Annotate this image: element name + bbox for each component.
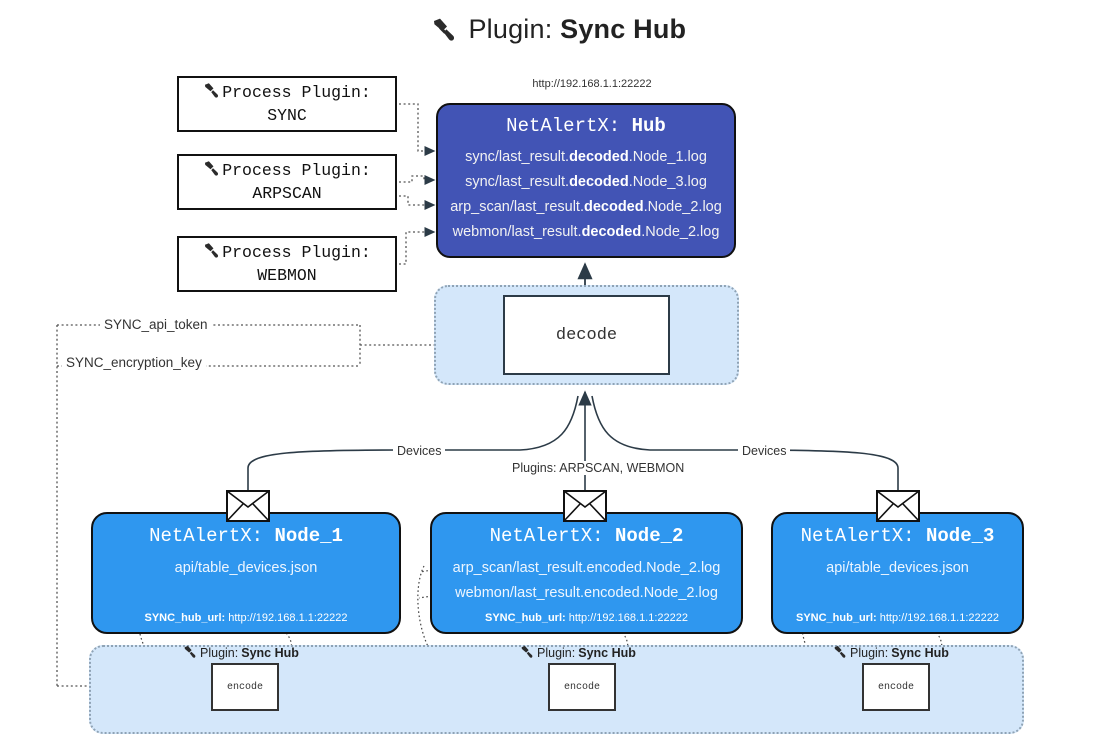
node-footer: SYNC_hub_url: http://192.168.1.1:22222 bbox=[432, 612, 741, 624]
node-footer-value: http://192.168.1.1:22222 bbox=[568, 612, 689, 624]
node-box-node-1[interactable]: NetAlertX: Node_1 api/table_devices.json… bbox=[91, 512, 401, 634]
encode-box[interactable]: encode bbox=[548, 663, 616, 711]
plugin-tag-name: Sync Hub bbox=[891, 646, 949, 660]
process-plugin-box-arpscan[interactable]: Process Plugin: ARPSCAN bbox=[177, 154, 397, 210]
node-title-prefix: NetAlertX: bbox=[489, 525, 604, 547]
node-footer-value: http://192.168.1.1:22222 bbox=[879, 612, 1000, 624]
log-bold: decoded bbox=[581, 223, 642, 240]
plug-icon bbox=[833, 645, 847, 661]
plugin-tag-prefix: Plugin: bbox=[200, 646, 239, 660]
hub-title: NetAlertX: Hub bbox=[438, 115, 734, 137]
hub-title-prefix: NetAlertX: bbox=[506, 115, 621, 137]
log-post: .Node_2.log bbox=[643, 198, 722, 215]
plug-icon bbox=[203, 242, 220, 265]
plug-icon bbox=[203, 82, 220, 105]
edge-label-plugins-middle: Plugins: ARPSCAN, WEBMON bbox=[508, 461, 689, 475]
edge-label-devices-right: Devices bbox=[738, 444, 791, 458]
process-plugin-name: SYNC bbox=[267, 105, 307, 125]
process-plugin-box-sync[interactable]: Process Plugin: SYNC bbox=[177, 76, 397, 132]
node-footer: SYNC_hub_url: http://192.168.1.1:22222 bbox=[93, 612, 399, 624]
envelope-icon bbox=[876, 490, 920, 522]
node-title: NetAlertX: Node_3 bbox=[773, 525, 1022, 547]
hub-node[interactable]: NetAlertX: Hub sync/last_result.decoded.… bbox=[436, 103, 736, 258]
plugin-tag-prefix: Plugin: bbox=[850, 646, 889, 660]
node-line-list: api/table_devices.json bbox=[773, 556, 1022, 581]
node-box-node-2[interactable]: NetAlertX: Node_2 arp_scan/last_result.e… bbox=[430, 512, 743, 634]
page-title-prefix: Plugin: bbox=[468, 14, 553, 44]
process-plugin-label: Process Plugin: bbox=[222, 161, 371, 181]
node-line-list: arp_scan/last_result.encoded.Node_2.log … bbox=[432, 556, 741, 607]
plug-icon bbox=[431, 17, 457, 48]
node-box-node-3[interactable]: NetAlertX: Node_3 api/table_devices.json… bbox=[771, 512, 1024, 634]
edge-label-sync-encryption-key: SYNC_encryption_key bbox=[62, 355, 206, 370]
node-title: NetAlertX: Node_1 bbox=[93, 525, 399, 547]
plug-icon bbox=[520, 645, 534, 661]
envelope-icon bbox=[226, 490, 270, 522]
envelope-icon bbox=[563, 490, 607, 522]
plugin-tag-sync-hub: Plugin: Sync Hub bbox=[183, 645, 299, 661]
encode-box[interactable]: encode bbox=[211, 663, 279, 711]
page-title-name: Sync Hub bbox=[560, 14, 687, 44]
process-plugin-name: WEBMON bbox=[257, 265, 317, 285]
log-pre: sync/last_result. bbox=[465, 149, 570, 165]
node-line: arp_scan/last_result.encoded.Node_2.log bbox=[452, 560, 721, 576]
node-title-prefix: NetAlertX: bbox=[149, 525, 264, 547]
log-bold: decoded bbox=[569, 173, 629, 190]
node-line: api/table_devices.json bbox=[826, 560, 969, 576]
node-footer-key: SYNC_hub_url: bbox=[144, 612, 226, 624]
edge-label-devices-left: Devices bbox=[393, 444, 446, 458]
process-plugin-box-webmon[interactable]: Process Plugin: WEBMON bbox=[177, 236, 397, 292]
log-pre: sync/last_result. bbox=[465, 173, 570, 190]
process-plugin-name: ARPSCAN bbox=[252, 183, 322, 203]
node-title-name: Node_1 bbox=[274, 525, 343, 547]
node-footer-value: http://192.168.1.1:22222 bbox=[228, 612, 348, 624]
hub-log-line: arp_scan/last_result.decoded.Node_2.log bbox=[438, 195, 734, 220]
page-title: Plugin: Sync Hub bbox=[0, 14, 1117, 48]
plugin-tag-name: Sync Hub bbox=[578, 646, 636, 660]
hub-log-line: sync/last_result.decoded.Node_3.log bbox=[438, 170, 734, 195]
plugin-tag-prefix: Plugin: bbox=[537, 646, 576, 660]
node-footer-key: SYNC_hub_url: bbox=[484, 612, 566, 624]
plugin-tag-sync-hub: Plugin: Sync Hub bbox=[520, 645, 636, 661]
hub-log-line: sync/last_result.decoded.Node_1.log bbox=[438, 145, 734, 170]
log-post: .Node_1.log bbox=[628, 149, 707, 165]
process-plugin-label: Process Plugin: bbox=[222, 83, 371, 103]
plug-icon bbox=[183, 645, 197, 661]
edge-label-sync-api-token: SYNC_api_token bbox=[100, 317, 212, 332]
hub-url: http://192.168.1.1:22222 bbox=[532, 78, 652, 90]
node-title-name: Node_3 bbox=[926, 525, 995, 547]
plugin-tag-sync-hub: Plugin: Sync Hub bbox=[833, 645, 949, 661]
hub-title-name: Hub bbox=[631, 115, 666, 137]
process-plugin-label: Process Plugin: bbox=[222, 243, 371, 263]
node-line-list: api/table_devices.json bbox=[93, 556, 399, 581]
plug-icon bbox=[203, 160, 220, 183]
log-bold: decoded bbox=[583, 198, 644, 215]
node-footer: SYNC_hub_url: http://192.168.1.1:22222 bbox=[773, 612, 1022, 624]
log-pre: arp_scan/last_result. bbox=[450, 198, 584, 215]
node-line: api/table_devices.json bbox=[174, 560, 318, 576]
node-title-name: Node_2 bbox=[615, 525, 684, 547]
node-line: webmon/last_result.encoded.Node_2.log bbox=[455, 585, 718, 602]
hub-log-list: sync/last_result.decoded.Node_1.log sync… bbox=[438, 145, 734, 245]
hub-log-line: webmon/last_result.decoded.Node_2.log bbox=[438, 220, 734, 245]
log-post: .Node_3.log bbox=[628, 173, 707, 190]
node-title-prefix: NetAlertX: bbox=[800, 525, 915, 547]
log-post: .Node_2.log bbox=[641, 223, 720, 240]
encode-box[interactable]: encode bbox=[862, 663, 930, 711]
plugin-tag-name: Sync Hub bbox=[241, 646, 299, 660]
node-title: NetAlertX: Node_2 bbox=[432, 525, 741, 547]
log-pre: webmon/last_result. bbox=[452, 223, 582, 240]
node-footer-key: SYNC_hub_url: bbox=[795, 612, 877, 624]
decode-box[interactable]: decode bbox=[503, 295, 670, 375]
log-bold: decoded bbox=[569, 149, 629, 165]
